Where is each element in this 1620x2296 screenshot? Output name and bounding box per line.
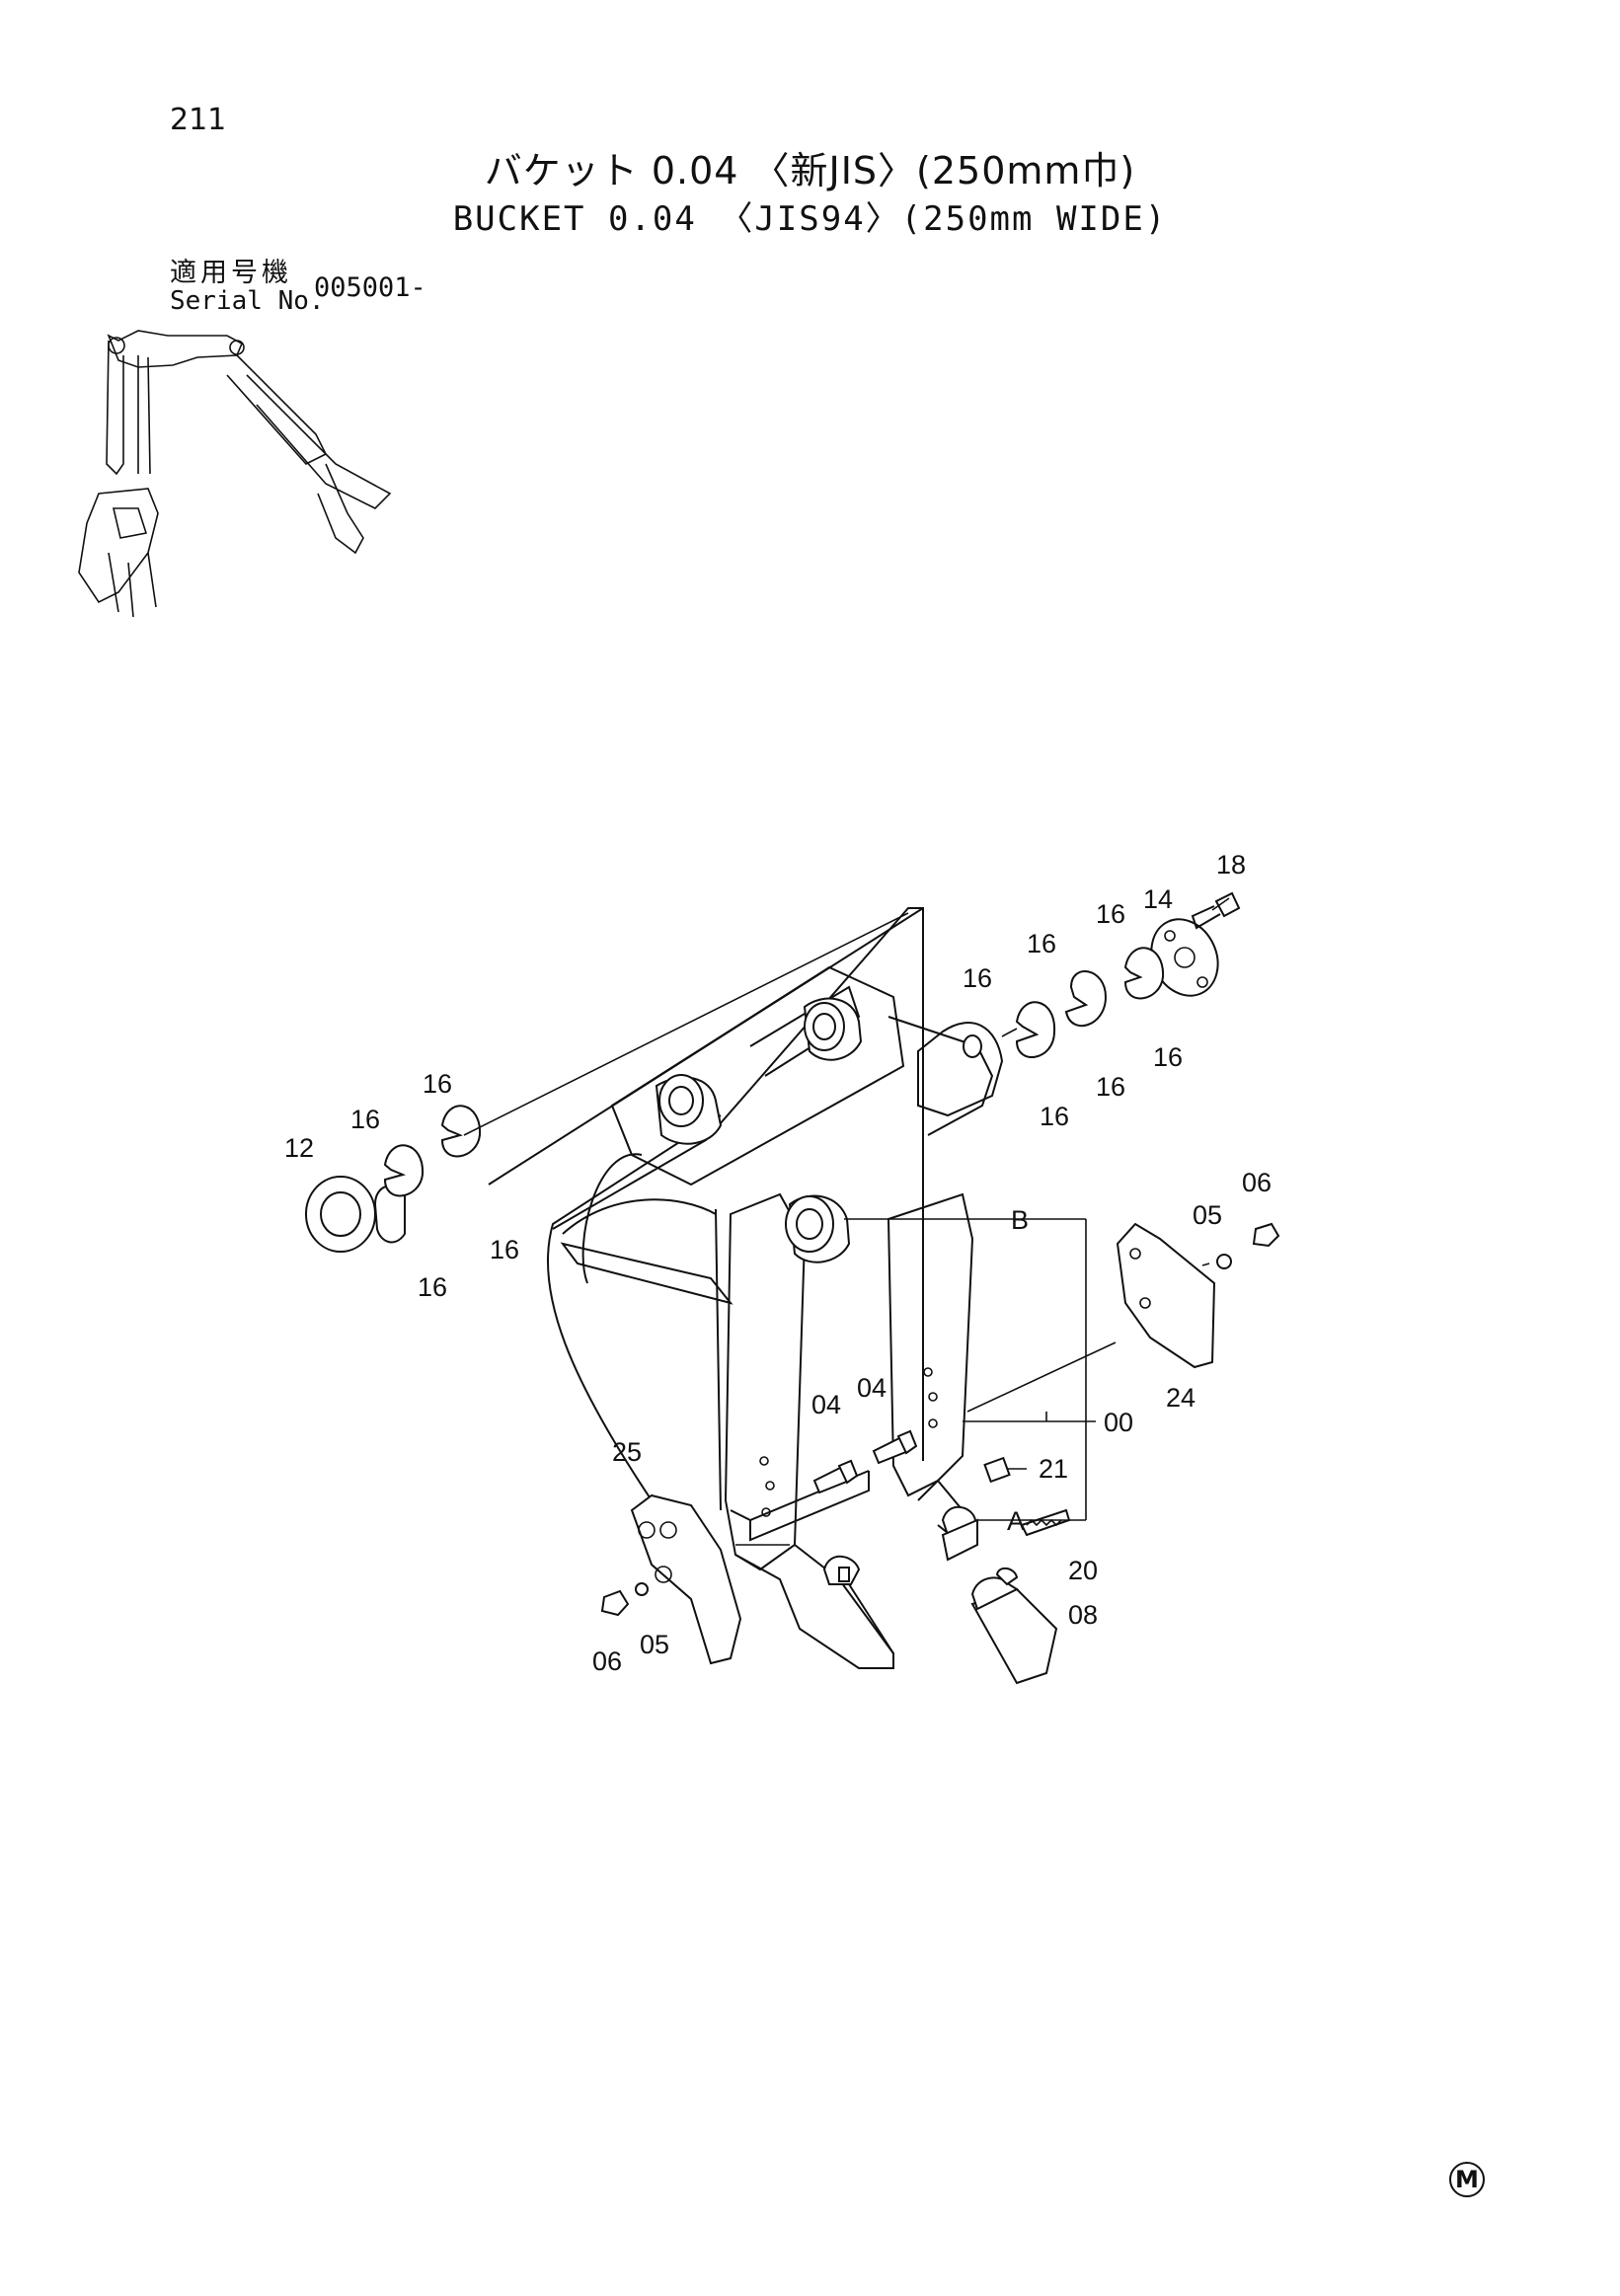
callout-a: A <box>1007 1506 1025 1536</box>
callout-16: 16 <box>1027 929 1056 958</box>
callout-16: 16 <box>1153 1042 1183 1072</box>
callout-labels: 18 14 16 16 16 16 16 16 16 16 16 16 12 B… <box>284 850 1272 1676</box>
callout-16: 16 <box>490 1235 519 1264</box>
callout-05: 05 <box>640 1630 669 1659</box>
callout-16: 16 <box>1096 899 1125 929</box>
callout-25: 25 <box>612 1437 642 1467</box>
page-title-japanese: バケット 0.04 〈新JIS〉(250mm巾) <box>484 149 1136 192</box>
maker-mark-icon: M <box>1449 2162 1485 2197</box>
callout-20: 20 <box>1068 1556 1098 1585</box>
callout-16: 16 <box>418 1272 447 1302</box>
callout-16: 16 <box>350 1105 380 1134</box>
page-number: 211 <box>170 103 227 137</box>
callout-04: 04 <box>811 1390 841 1419</box>
serial-label-japanese: 適用号機 <box>170 258 292 288</box>
bucket-body <box>488 907 1004 1669</box>
excavator-thumbnail <box>78 330 392 618</box>
callout-12: 12 <box>284 1133 314 1163</box>
callout-16: 16 <box>1096 1072 1125 1102</box>
callout-06: 06 <box>592 1646 622 1676</box>
callout-16: 16 <box>423 1069 452 1099</box>
callout-16: 16 <box>963 963 992 993</box>
callout-24: 24 <box>1166 1383 1196 1413</box>
callout-18: 18 <box>1216 850 1246 880</box>
serial-label: Serial No. <box>170 286 325 316</box>
callout-04: 04 <box>857 1373 887 1403</box>
leader-lines <box>463 897 1230 1546</box>
callout-16: 16 <box>1040 1102 1069 1131</box>
page-title-english: BUCKET 0.04 〈JIS94〉(250mm WIDE) <box>452 199 1168 239</box>
pin-retainer-parts <box>305 891 1280 1685</box>
callout-05: 05 <box>1193 1200 1222 1230</box>
callout-08: 08 <box>1068 1600 1098 1630</box>
callout-21: 21 <box>1039 1454 1068 1484</box>
callout-00: 00 <box>1104 1408 1133 1437</box>
callout-06: 06 <box>1242 1168 1272 1197</box>
callout-14: 14 <box>1143 884 1173 914</box>
callout-b: B <box>1011 1205 1029 1235</box>
serial-number-range: 005001- <box>314 272 426 303</box>
